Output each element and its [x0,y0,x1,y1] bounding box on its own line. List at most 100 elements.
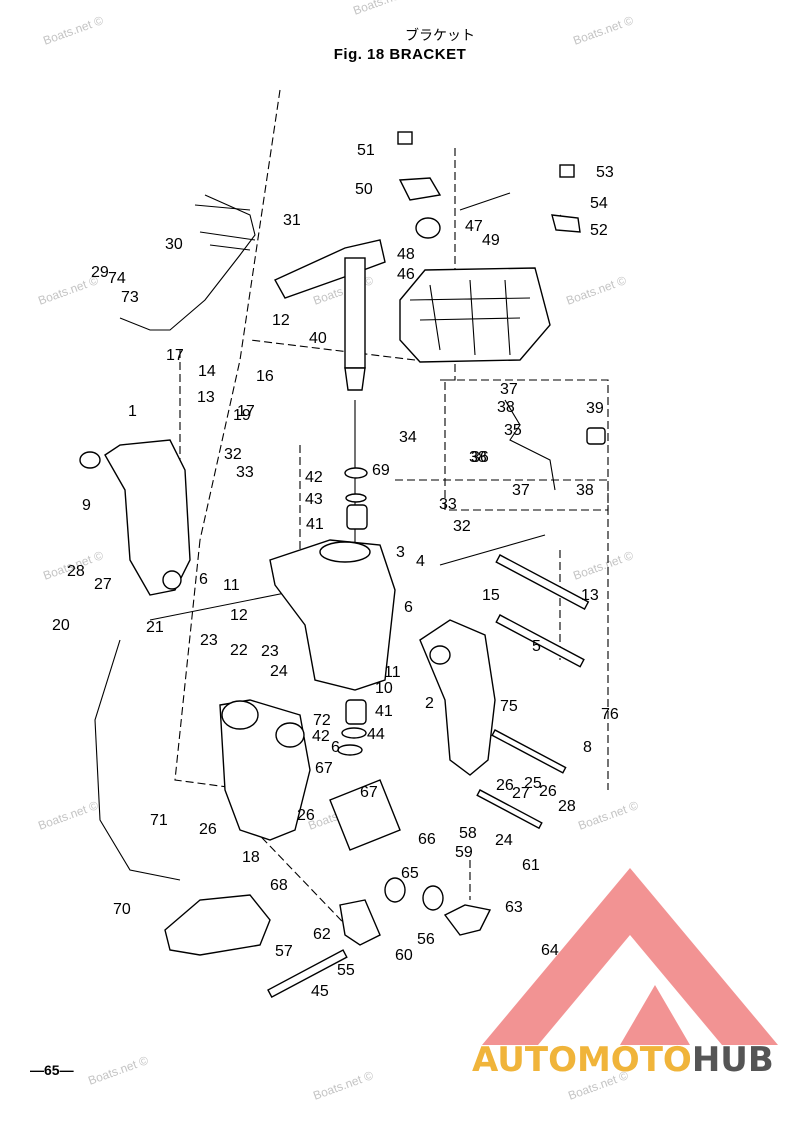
callout-28: 28 [67,563,85,580]
callout-41: 41 [306,516,324,533]
callout-47: 47 [465,218,483,235]
callout-9: 9 [82,497,91,514]
part-shapes [79,131,606,999]
callout-59: 59 [455,844,473,861]
callout-44: 44 [367,726,385,743]
callout-46: 46 [397,266,415,283]
callout-53: 53 [596,164,614,181]
callout-5: 5 [532,638,541,655]
callout-1: 1 [128,403,137,420]
callout-32: 32 [224,446,242,463]
callout-75: 75 [500,698,518,715]
callout-69: 69 [372,462,390,479]
callout-31: 31 [283,212,301,229]
callout-12: 12 [272,312,290,329]
callout-11: 11 [223,577,240,594]
callout-37: 37 [512,482,530,499]
callout-35: 35 [504,422,522,439]
callout-37: 37 [500,381,518,398]
callout-39: 39 [586,400,604,417]
callout-20: 20 [52,617,70,634]
callout-73: 73 [121,289,139,306]
callout-26: 26 [297,807,315,824]
watermark-text: Boats.net © [571,13,635,48]
callout-45: 45 [311,983,329,1000]
callout-17: 17 [166,347,184,364]
callout-25: 25 [524,775,542,792]
callout-48: 48 [397,246,415,263]
callout-54: 54 [590,195,608,212]
callout-11: 11 [384,664,401,681]
callout-30: 30 [165,236,183,253]
callout-40: 40 [309,330,327,347]
callout-52: 52 [590,222,608,239]
callout-38: 38 [497,399,515,416]
callout-63: 63 [505,899,523,916]
callout-8: 8 [583,739,592,756]
callout-22: 22 [230,642,248,659]
watermark-text: Boats.net © [576,798,640,833]
callout-57: 57 [275,943,293,960]
callout-13: 13 [197,389,215,406]
callout-56: 56 [417,931,435,948]
callout-18: 18 [242,849,260,866]
callout-61: 61 [522,857,540,874]
callout-55: 55 [337,962,355,979]
callout-15: 15 [482,587,500,604]
callout-27: 27 [94,576,112,593]
callout-26: 26 [199,821,217,838]
logo-wordmark: AUTOMOTOHUB [472,1040,774,1080]
callout-42: 42 [312,728,330,745]
watermark-text: Boats.net © [86,1053,150,1088]
callout-33: 33 [439,496,457,513]
callout-67: 67 [360,784,378,801]
callout-67: 67 [315,760,333,777]
callout-36: 36 [471,449,489,466]
callout-23: 23 [261,643,279,660]
logo-mark [482,868,778,1045]
callout-17: 17 [237,403,255,420]
callout-43: 43 [305,491,323,508]
figure-title: Fig. 18 BRACKET [333,46,467,63]
callout-51: 51 [357,142,375,159]
callout-70: 70 [113,901,131,918]
callout-50: 50 [355,181,373,198]
callout-23: 23 [200,632,218,649]
callout-32: 32 [453,518,471,535]
callout-65: 65 [401,865,419,882]
callout-26: 26 [496,777,514,794]
callout-29: 29 [91,264,109,281]
callout-42: 42 [305,469,323,486]
callout-74: 74 [108,270,126,287]
callout-71: 71 [150,812,168,829]
watermark-text: Boats.net © [571,548,635,583]
callout-6: 6 [199,571,208,588]
callout-33: 33 [236,464,254,481]
callout-41: 41 [375,703,393,720]
callout-2: 2 [425,695,434,712]
logo-text-part2: HUB [691,1040,774,1080]
logo-text-part1: AUTOMOTO [472,1040,692,1080]
callout-16: 16 [256,368,274,385]
callout-64: 64 [541,942,559,959]
callout-21: 21 [146,619,164,636]
callout-49: 49 [482,232,500,249]
callout-19: 19 [233,407,251,424]
watermark-text: Boats.net © [36,798,100,833]
callout-62: 62 [313,926,331,943]
callout-13: 13 [581,587,599,604]
callout-58: 58 [459,825,477,842]
title-japanese: ブラケット [405,28,475,44]
callout-68: 68 [270,877,288,894]
callout-24: 24 [270,663,288,680]
callout-10: 10 [375,680,393,697]
callout-14: 14 [198,363,216,380]
callout-38: 38 [469,449,487,466]
callout-6: 6 [404,599,413,616]
watermark-text: Boats.net © [351,0,415,18]
callout-26: 26 [539,783,557,800]
watermark-text: Boats.net © [311,1068,375,1103]
